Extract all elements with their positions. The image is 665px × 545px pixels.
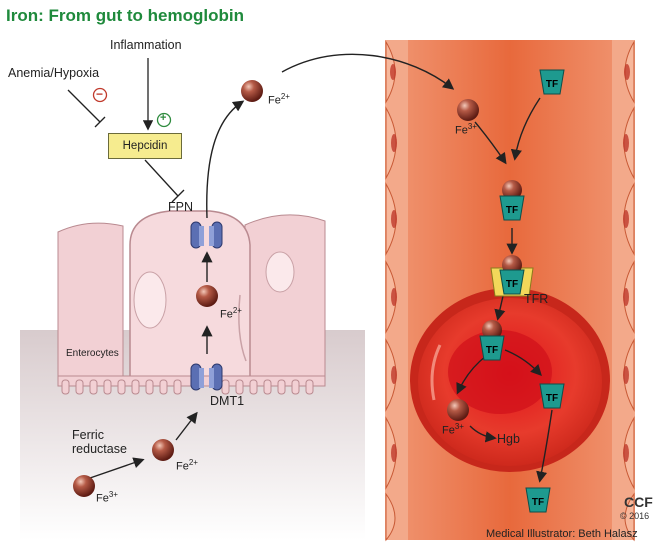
- transferrin-bound-rbc: TF: [479, 320, 505, 361]
- svg-text:TF: TF: [506, 279, 518, 290]
- fe2-label-cell: Fe2+: [220, 306, 242, 321]
- fe2-label-released: Fe2+: [268, 92, 290, 107]
- fe3-label-rbc: Fe3+: [442, 422, 464, 437]
- fe3-label-plasma: Fe3+: [455, 122, 477, 137]
- red-blood-cell: [410, 288, 610, 472]
- transferrin-free-bottom: TF: [525, 487, 551, 513]
- dmt1-transporter: [190, 363, 223, 391]
- illustrator-credit: Medical Illustrator: Beth Halasz: [486, 528, 638, 540]
- label-anemia-hypoxia: Anemia/Hypoxia: [8, 66, 100, 80]
- iron-ion-ferrous-released: [241, 80, 263, 102]
- inhibit-symbol-icon: [92, 87, 108, 103]
- svg-text:TF: TF: [486, 345, 498, 356]
- transferrin-bound-1: TF: [499, 180, 525, 221]
- svg-text:TF: TF: [532, 497, 544, 508]
- fe3-label-lumen: Fe3+: [96, 490, 118, 505]
- label-tfr: TFR: [524, 292, 549, 306]
- copyright: © 2016: [620, 511, 650, 521]
- label-inflammation: Inflammation: [110, 38, 182, 52]
- label-ferric-reductase: Ferric reductase: [72, 428, 127, 456]
- iron-ion-ferrous-cell: [196, 285, 218, 307]
- svg-text:TF: TF: [546, 393, 558, 404]
- label-fpn: FPN: [168, 200, 193, 214]
- label-hgb: Hgb: [497, 432, 520, 446]
- minus-sign: −: [96, 87, 104, 101]
- iron-path-arrows: [89, 53, 553, 483]
- plus-sign: +: [160, 112, 167, 124]
- regulation-arrows: [67, 58, 185, 203]
- transferrin-free-top: TF: [539, 69, 565, 95]
- stimulate-symbol-icon: [156, 112, 172, 128]
- page-title: Iron: From gut to hemoglobin: [6, 6, 244, 25]
- label-enterocytes: Enterocytes: [66, 348, 119, 359]
- svg-text:TF: TF: [546, 79, 558, 90]
- iron-ion-ferrous-lumen: [152, 439, 174, 461]
- iron-ion-ferric-lumen: [73, 475, 95, 497]
- fe2-label-lumen: Fe2+: [176, 458, 198, 473]
- iron-ion-ferric-rbc: [447, 399, 469, 421]
- svg-text:TF: TF: [506, 205, 518, 216]
- hepcidin-box: Hepcidin: [108, 133, 182, 159]
- fpn-transporter: [190, 221, 223, 249]
- enterocyte-layer: [57, 210, 326, 395]
- transferrin-receptor-complex: TF: [490, 255, 534, 297]
- label-dmt1: DMT1: [210, 394, 245, 408]
- transferrin-free-rbc: TF: [539, 383, 565, 409]
- iron-ion-ferric-plasma: [457, 99, 479, 121]
- ccf-logo: CCF: [624, 494, 653, 510]
